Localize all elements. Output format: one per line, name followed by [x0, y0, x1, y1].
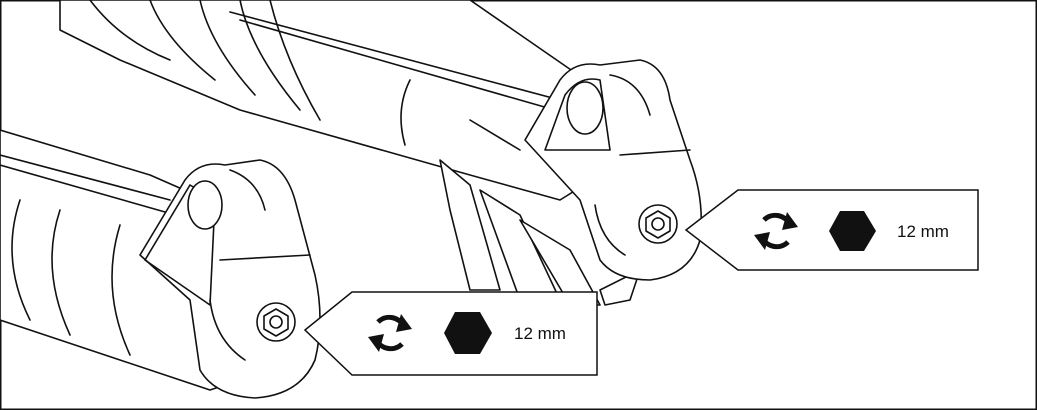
upper-dropout-arm [439, 159, 641, 306]
torque-callout-upper: 12 mm [684, 189, 979, 271]
bolt-size-label: 12 mm [897, 222, 949, 241]
rotate-arrows-icon [754, 212, 798, 250]
hex-nut-icon [444, 312, 492, 354]
lower-axle-bolt [256, 302, 296, 342]
upper-fork-leg [59, 0, 641, 201]
bolt-size-label: 12 mm [514, 324, 566, 343]
upper-axle-bolt [638, 204, 678, 244]
torque-callout-lower: 12 mm [303, 291, 598, 376]
rotate-arrows-icon [368, 314, 412, 352]
hex-nut-icon [829, 211, 876, 251]
